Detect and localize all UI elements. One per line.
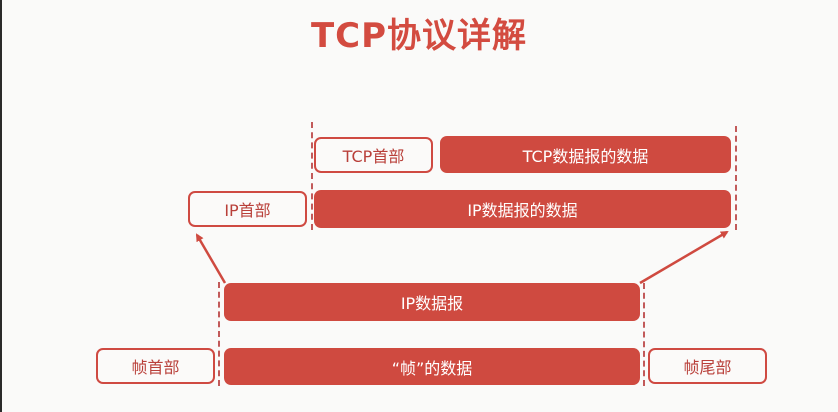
- window-edge: [0, 0, 2, 412]
- frame-trailer-box: 帧尾部: [648, 348, 767, 384]
- arrow-up-left-icon: [195, 233, 227, 284]
- tcp-data-label: TCP数据报的数据: [522, 146, 649, 166]
- ip-header-box: IP首部: [188, 191, 307, 227]
- tcp-header-label: TCP首部: [342, 147, 405, 166]
- frame-data-label: “帧”的数据: [391, 358, 473, 378]
- tcp-data-box: TCP数据报的数据: [440, 136, 731, 173]
- ip-data-box: IP数据报的数据: [314, 190, 731, 228]
- frame-header-box: 帧首部: [96, 348, 215, 384]
- ip-datagram-label: IP数据报: [400, 294, 464, 313]
- dashed-guide-frame-right: [643, 283, 645, 386]
- ip-header-label: IP首部: [224, 201, 271, 220]
- arrow-up-right-icon: [639, 230, 729, 285]
- ip-data-label: IP数据报的数据: [467, 201, 578, 220]
- dashed-guide-tcp-right: [735, 126, 737, 230]
- frame-data-box: “帧”的数据: [224, 348, 640, 385]
- page-title: TCP协议详解: [310, 16, 528, 56]
- tcp-header-box: TCP首部: [314, 137, 433, 173]
- ip-datagram-box: IP数据报: [224, 283, 640, 321]
- dashed-guide-frame-left: [218, 282, 220, 386]
- frame-header-label: 帧首部: [131, 358, 180, 377]
- frame-trailer-label: 帧尾部: [683, 358, 732, 377]
- dashed-guide-tcp-left: [311, 122, 313, 230]
